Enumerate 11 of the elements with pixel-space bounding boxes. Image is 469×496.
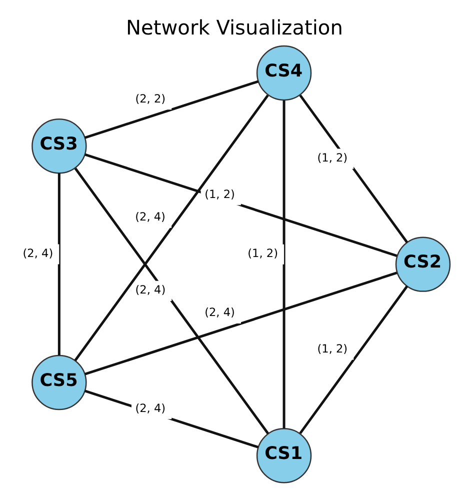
edge-label: (2, 4) [22,247,54,260]
edge-label: (2, 4) [135,284,166,297]
edge-label: (1, 2) [317,342,348,356]
edge-label: (2, 2) [135,92,166,106]
edge-label: (2, 4) [135,402,166,415]
edge-label: (1, 2) [248,247,278,260]
edge-label: (2, 4) [135,210,166,224]
diagram-title: Network Visualization [126,16,343,40]
edge-label: (1, 2) [204,188,235,201]
edge-label: (1, 2) [317,152,348,165]
edge-label: (2, 4) [204,306,235,320]
